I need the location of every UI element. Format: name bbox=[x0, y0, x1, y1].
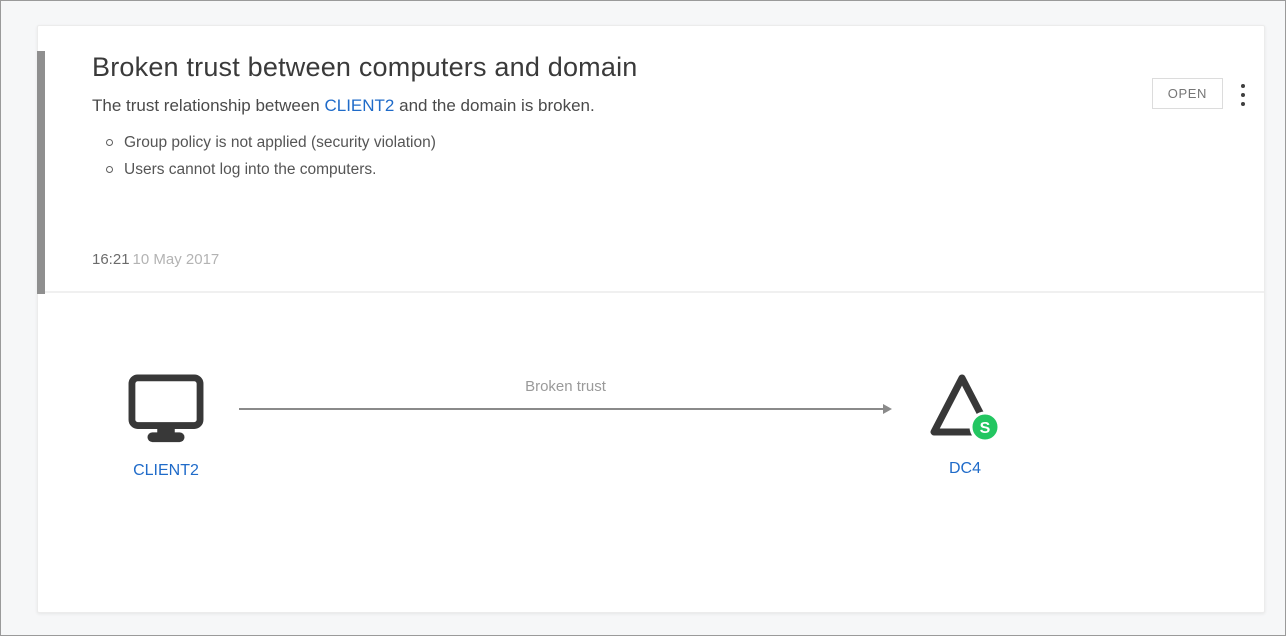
diagram-node-client[interactable]: CLIENT2 bbox=[126, 373, 206, 480]
list-item: Users cannot log into the computers. bbox=[106, 156, 1264, 183]
bullet-text: Group policy is not applied (security vi… bbox=[124, 134, 436, 151]
dc-node-label[interactable]: DC4 bbox=[948, 460, 981, 477]
alert-actions: OPEN bbox=[1151, 78, 1250, 112]
bullet-text: Users cannot log into the computers. bbox=[124, 161, 377, 178]
badge-letter: S bbox=[980, 420, 991, 437]
computer-icon bbox=[127, 373, 205, 445]
kebab-dot bbox=[1241, 93, 1245, 97]
kebab-dot bbox=[1241, 84, 1245, 88]
alert-date: 10 May 2017 bbox=[132, 251, 220, 268]
attack-diagram: CLIENT2 Broken trust S DC4 bbox=[38, 293, 1264, 635]
bullet-circle-icon bbox=[106, 166, 113, 173]
alert-title: Broken trust between computers and domai… bbox=[92, 52, 638, 82]
alert-description: The trust relationship between CLIENT2 a… bbox=[92, 96, 1264, 116]
alert-time: 16:21 bbox=[92, 251, 130, 268]
client-node-label[interactable]: CLIENT2 bbox=[133, 462, 199, 479]
arrow-right-icon bbox=[239, 404, 892, 414]
description-suffix: and the domain is broken. bbox=[394, 96, 595, 115]
client-entity-link[interactable]: CLIENT2 bbox=[324, 96, 395, 115]
list-item: Group policy is not applied (security vi… bbox=[106, 129, 1264, 156]
domain-controller-triangle-icon: S bbox=[928, 370, 1002, 444]
description-prefix: The trust relationship between bbox=[92, 96, 325, 115]
alert-card: Broken trust between computers and domai… bbox=[37, 25, 1265, 613]
bullet-circle-icon bbox=[106, 139, 113, 146]
alert-header: Broken trust between computers and domai… bbox=[37, 51, 1264, 294]
severity-accent-bar bbox=[37, 51, 45, 294]
diagram-edge: Broken trust bbox=[239, 378, 892, 414]
kebab-menu-icon[interactable] bbox=[1236, 78, 1250, 112]
security-badge-icon: S bbox=[969, 411, 1001, 443]
diagram-node-dc[interactable]: S DC4 bbox=[927, 370, 1003, 478]
alert-detail-list: Group policy is not applied (security vi… bbox=[106, 129, 1264, 183]
edge-label: Broken trust bbox=[525, 378, 606, 395]
open-status-button[interactable]: OPEN bbox=[1151, 78, 1223, 109]
kebab-dot bbox=[1241, 102, 1245, 106]
